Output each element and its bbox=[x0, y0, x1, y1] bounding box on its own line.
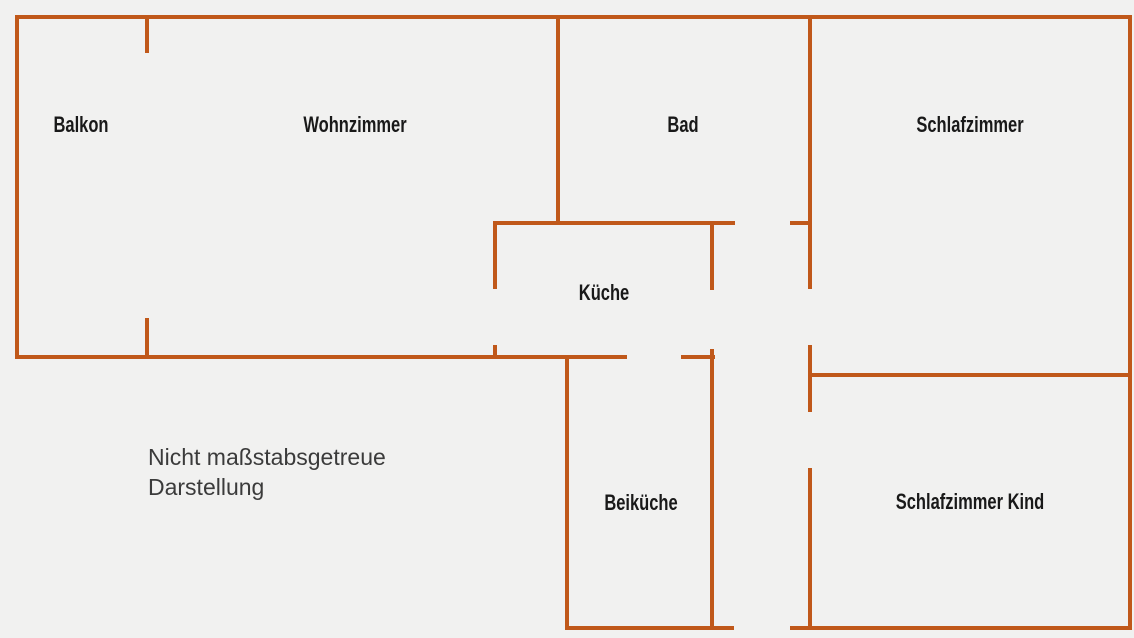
scale-disclaimer-line-2: Darstellung bbox=[148, 474, 265, 500]
wall-kind-left-top-stub bbox=[808, 377, 812, 412]
wall-bad-bottom-right-stub bbox=[790, 221, 812, 225]
wall-balcony-divider-bottom-stub bbox=[145, 318, 149, 355]
wall-schlafzimmer-kind-divider bbox=[808, 373, 1132, 377]
wall-outer-left bbox=[15, 15, 19, 359]
wall-beikueche-bottom-wall bbox=[567, 626, 734, 630]
scale-disclaimer-note: Nicht maßstabsgetreue Darstellung bbox=[148, 442, 386, 502]
wall-main-bottom-wall bbox=[15, 355, 627, 359]
wall-beikueche-right-wall bbox=[710, 349, 714, 630]
room-label-schlafzimmer-kind: Schlafzimmer Kind bbox=[895, 489, 1045, 514]
wall-kueche-right-wall bbox=[710, 225, 714, 290]
wall-outer-right bbox=[1128, 15, 1132, 630]
wall-balcony-divider-top-stub bbox=[145, 19, 149, 53]
room-label-schlafzimmer: Schlafzimmer bbox=[916, 112, 1024, 137]
wall-kueche-top-wall bbox=[493, 221, 735, 225]
scale-disclaimer-line-1: Nicht maßstabsgetreue bbox=[148, 444, 386, 470]
wall-hall-bottom-stub bbox=[681, 355, 715, 359]
wall-kueche-left-wall bbox=[493, 225, 497, 289]
room-label-bad: Bad bbox=[667, 112, 699, 137]
wall-wohnzimmer-bad-divider bbox=[556, 19, 560, 223]
wall-outer-top bbox=[15, 15, 1132, 19]
wall-beikueche-left-wall bbox=[565, 359, 569, 630]
room-label-wohnzimmer: Wohnzimmer bbox=[303, 112, 407, 137]
wall-kind-bottom-wall bbox=[790, 626, 1132, 630]
wall-bad-schlafzimmer-stub bbox=[808, 345, 812, 377]
wall-kind-left-wall bbox=[808, 468, 812, 630]
room-label-balkon: Balkon bbox=[53, 112, 109, 137]
room-label-kueche: Küche bbox=[578, 280, 630, 305]
room-label-beikueche: Beiküche bbox=[604, 490, 678, 515]
wall-kueche-left-stub bbox=[493, 345, 497, 357]
wall-bad-schlafzimmer-divider bbox=[808, 19, 812, 289]
